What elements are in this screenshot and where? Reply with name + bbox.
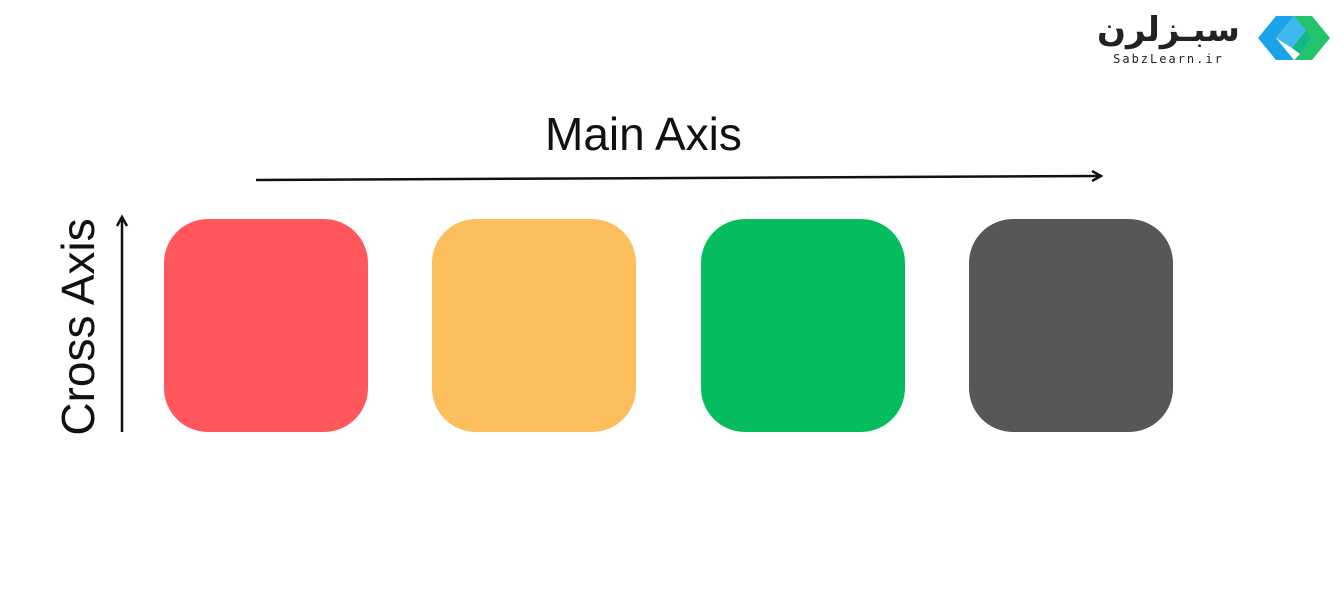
cross-axis-label: Cross Axis	[52, 218, 104, 436]
flex-item-red	[164, 219, 368, 432]
main-axis-label: Main Axis	[545, 108, 742, 160]
brand-logo: سبـزلرن SabzLearn.ir	[1097, 10, 1334, 66]
logo-mark-icon	[1258, 16, 1330, 60]
flex-item-green	[701, 219, 905, 432]
cross-axis-arrow	[115, 214, 129, 432]
flex-item-gray	[969, 219, 1173, 432]
flex-item-orange	[432, 219, 636, 432]
brand-domain: SabzLearn.ir	[1113, 52, 1224, 66]
brand-name: سبـزلرن	[1096, 10, 1240, 50]
brand-text: سبـزلرن SabzLearn.ir	[1097, 10, 1240, 66]
main-axis-arrow	[256, 170, 1104, 183]
